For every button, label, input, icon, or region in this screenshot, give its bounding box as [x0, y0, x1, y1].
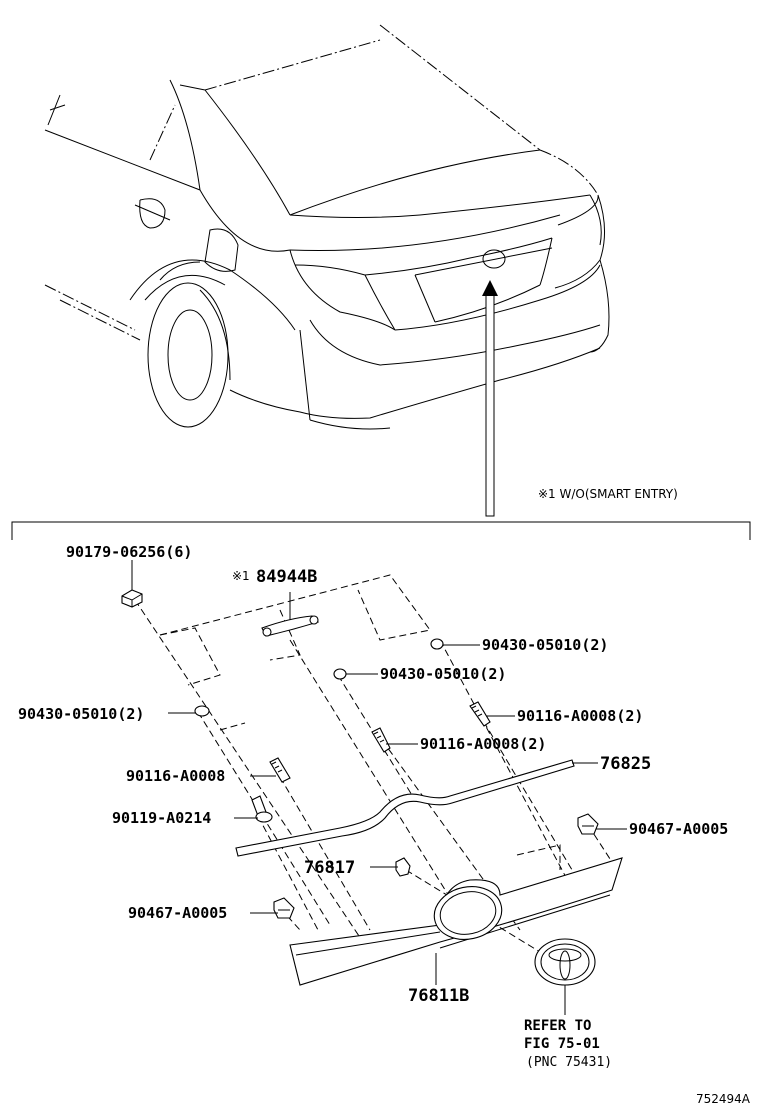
garnish-76811B	[289, 857, 623, 986]
section-bracket	[11, 521, 751, 540]
label-76825: 76825	[600, 754, 651, 774]
label-84944B-symbol: ※1	[232, 569, 250, 583]
label-90430-c: 90430-05010(2)	[18, 705, 144, 723]
rod-84944B	[261, 592, 320, 637]
label-90467-b: 90467-A0005	[128, 904, 227, 922]
smart-entry-note: ※1 W/O(SMART ENTRY)	[538, 487, 678, 501]
vehicle-rear-illustration	[44, 24, 610, 430]
bolt-90119	[251, 795, 273, 823]
label-76811B: 76811B	[408, 986, 469, 1006]
label-90430-b: 90430-05010(2)	[380, 665, 506, 683]
label-90179: 90179-06256(6)	[66, 543, 192, 561]
screw-90116-a	[469, 701, 491, 727]
washer-90430-a	[430, 638, 444, 650]
label-90116-b: 90116-A0008(2)	[420, 735, 546, 753]
moulding-76825	[235, 759, 575, 857]
label-76817: 76817	[304, 858, 355, 878]
label-90430-a: 90430-05010(2)	[482, 636, 608, 654]
reference-line-2: FIG 75-01	[524, 1036, 600, 1052]
clip-90467-b	[273, 897, 295, 919]
washer-90430-b	[333, 668, 347, 680]
label-90119: 90119-A0214	[112, 809, 211, 827]
pointer-arrow	[482, 280, 498, 517]
screw-90116-b	[371, 727, 391, 753]
label-90116-a: 90116-A0008(2)	[517, 707, 643, 725]
label-90467-a: 90467-A0005	[629, 820, 728, 838]
reference-line-1: REFER TO	[524, 1018, 591, 1034]
figure-code: 752494A	[696, 1092, 751, 1106]
reference-line-3: (PNC 75431)	[526, 1055, 612, 1070]
clip-76817	[395, 857, 411, 877]
leader-lines	[131, 560, 627, 1015]
screw-90116-c	[269, 757, 291, 783]
toyota-emblem-icon	[534, 938, 596, 986]
label-90116-c: 90116-A0008	[126, 767, 225, 785]
nut-90179	[121, 589, 143, 608]
washer-90430-c	[194, 705, 210, 717]
clip-90467-a	[577, 813, 599, 835]
label-84944B: 84944B	[256, 567, 317, 587]
